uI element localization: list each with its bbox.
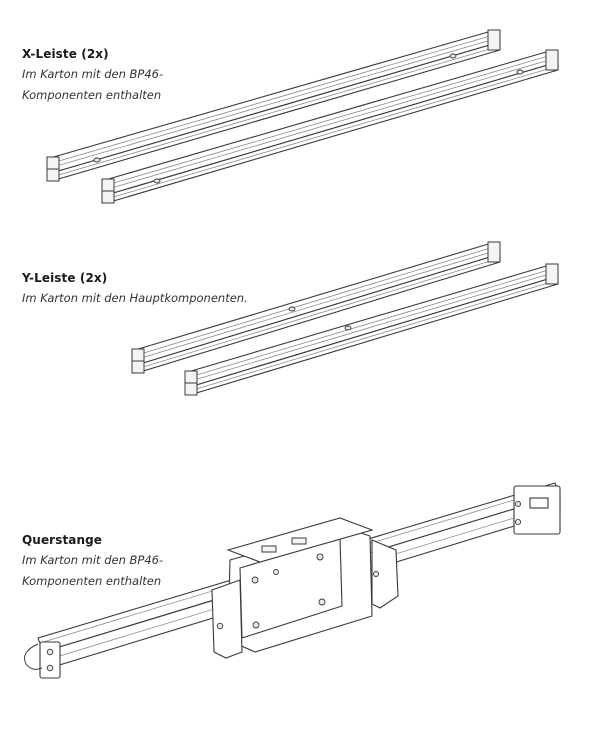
crossbar-title: Querstange xyxy=(22,533,103,547)
crossbar-carriage xyxy=(211,517,399,659)
y-rail-section: Y-Leiste (2x) Im Karton mit den Hauptkom… xyxy=(0,230,600,420)
y-rail-note-line-1: Im Karton mit den Hauptkomponenten. xyxy=(22,291,248,305)
crossbar-note-line-2: Komponenten enthalten xyxy=(22,574,162,588)
x-rail-illustration xyxy=(46,29,559,204)
crossbar-section: Querstange Im Karton mit den BP46- Kompo… xyxy=(0,420,600,750)
crossbar-illustration xyxy=(24,482,561,679)
x-rail-note-line-1: Im Karton mit den BP46- xyxy=(22,67,164,81)
x-rail-b xyxy=(101,49,559,204)
x-rail-a xyxy=(46,29,501,182)
y-rail-illustration xyxy=(131,241,559,396)
x-rail-note-line-2: Komponenten enthalten xyxy=(22,88,162,102)
x-rail-title: X-Leiste (2x) xyxy=(22,47,109,61)
x-rail-section: X-Leiste (2x) Im Karton mit den BP46- Ko… xyxy=(0,0,600,230)
crossbar-note-line-1: Im Karton mit den BP46- xyxy=(22,553,164,567)
y-rail-title: Y-Leiste (2x) xyxy=(22,271,108,285)
y-rail-b xyxy=(184,263,559,396)
y-rail-a xyxy=(131,241,501,374)
crossbar-right-end xyxy=(513,485,561,535)
crossbar-left-end xyxy=(24,641,61,679)
